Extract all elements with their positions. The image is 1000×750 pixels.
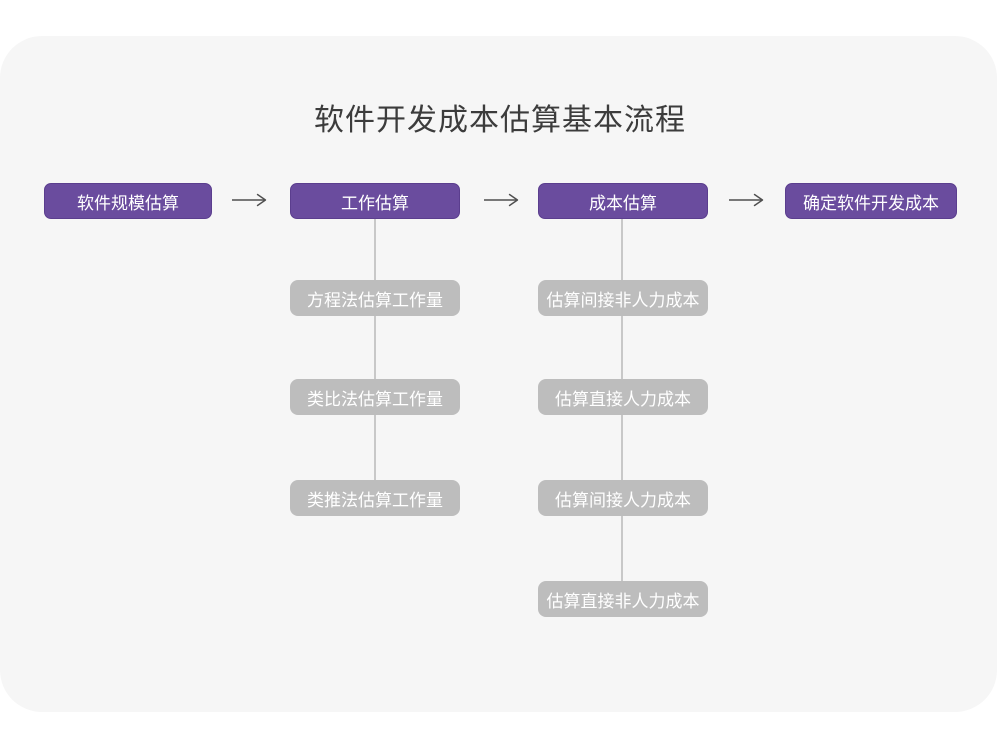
sub-node-indirect-non-labor-cost: 估算间接非人力成本 [538, 280, 708, 316]
sub-node-direct-non-labor-cost: 估算直接非人力成本 [538, 581, 708, 617]
flowchart-card [0, 36, 997, 712]
right-arrow-icon [484, 193, 519, 207]
node-software-scale-estimation: 软件规模估算 [44, 183, 212, 219]
right-arrow-icon [232, 193, 267, 207]
node-cost-estimation: 成本估算 [538, 183, 708, 219]
sub-node-equation-method-effort: 方程法估算工作量 [290, 280, 460, 316]
page-title: 软件开发成本估算基本流程 [314, 104, 686, 137]
right-arrow-icon [729, 193, 764, 207]
node-work-estimation: 工作估算 [290, 183, 460, 219]
sub-node-indirect-labor-cost: 估算间接人力成本 [538, 480, 708, 516]
sub-node-direct-labor-cost: 估算直接人力成本 [538, 379, 708, 415]
sub-node-extrapolation-method-effort: 类推法估算工作量 [290, 480, 460, 516]
connector-line-work-estimation [374, 219, 376, 497]
node-determine-software-dev-cost: 确定软件开发成本 [785, 183, 957, 219]
sub-node-analogy-method-effort: 类比法估算工作量 [290, 379, 460, 415]
